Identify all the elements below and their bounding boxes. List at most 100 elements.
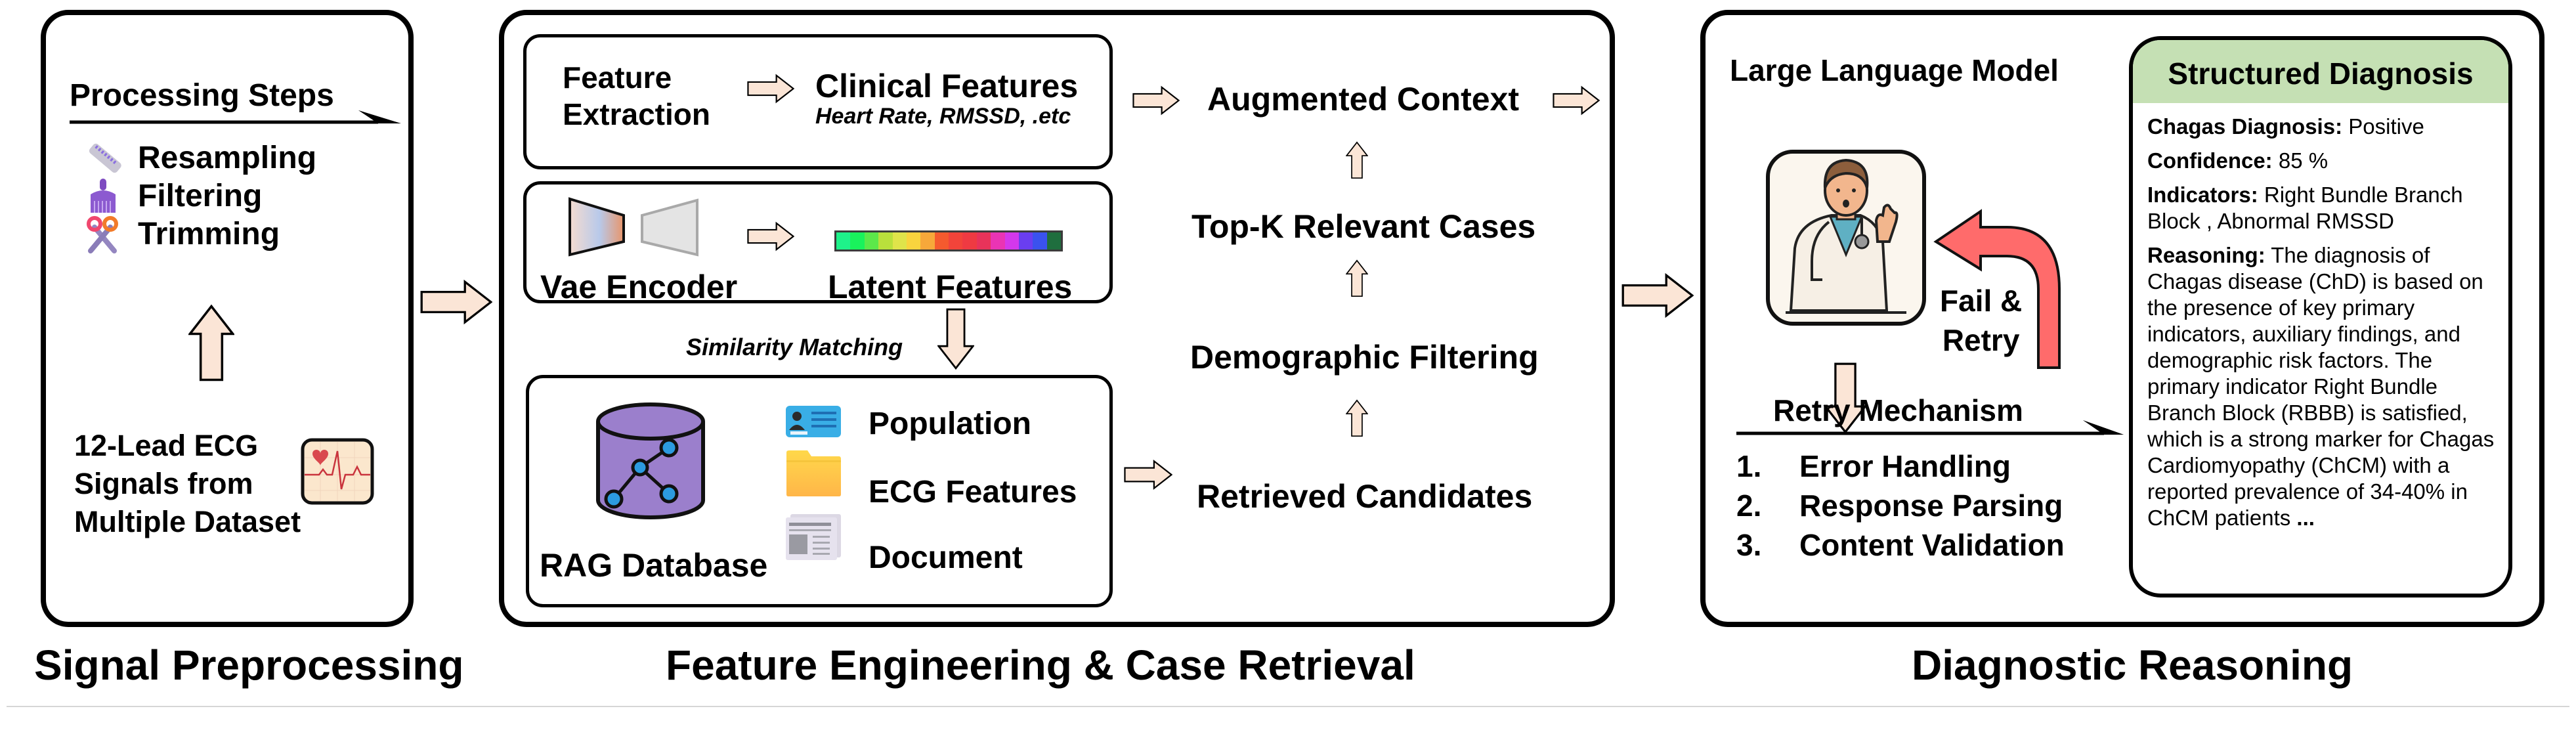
retry-item-label: Error Handling bbox=[1799, 449, 2011, 483]
section-title-preprocessing: Signal Preprocessing bbox=[34, 641, 464, 689]
step-label: Filtering bbox=[138, 178, 263, 213]
id-card-icon bbox=[786, 406, 841, 437]
ecg-monitor-icon bbox=[301, 438, 374, 505]
field-value: Positive bbox=[2342, 114, 2424, 139]
feature-extraction-box bbox=[523, 34, 1113, 169]
reasoning-field: Reasoning: The diagnosis of Chagas disea… bbox=[2147, 242, 2497, 531]
latent-feature-cell bbox=[1004, 232, 1019, 250]
step-filtering: Filtering bbox=[84, 177, 262, 214]
retry-arrow-icon bbox=[1933, 209, 2061, 369]
latent-feature-cell bbox=[920, 232, 935, 250]
arrow-right-icon bbox=[1553, 86, 1600, 115]
scissors-icon bbox=[84, 215, 123, 253]
latent-feature-cell bbox=[864, 232, 879, 250]
folder-icon bbox=[786, 450, 841, 496]
arrow-right-icon bbox=[747, 74, 794, 103]
arrow-up-icon bbox=[1346, 259, 1368, 297]
database-icon bbox=[596, 402, 705, 519]
retry-mechanism-list: 1. Error Handling 2. Response Parsing 3.… bbox=[1736, 446, 2065, 565]
latent-feature-cell bbox=[1033, 232, 1047, 250]
ruler-icon bbox=[84, 139, 123, 176]
latent-feature-cell bbox=[976, 232, 991, 250]
retry-item-label: Content Validation bbox=[1799, 528, 2065, 562]
clinical-features-examples: Heart Rate, RMSSD, .etc bbox=[815, 104, 1071, 129]
rag-item-document: Document bbox=[869, 540, 1023, 575]
field-label: Indicators: bbox=[2147, 183, 2258, 207]
arrow-right-icon bbox=[420, 280, 492, 324]
indicators-field: Indicators: Right Bundle Branch Block , … bbox=[2147, 182, 2497, 234]
retry-item: 3. Content Validation bbox=[1736, 525, 2065, 565]
arrow-up-icon bbox=[1346, 141, 1368, 179]
arrow-right-icon bbox=[1132, 86, 1180, 115]
feature-extraction-line: Feature bbox=[563, 60, 672, 95]
diagnosis-field: Chagas Diagnosis: Positive bbox=[2147, 114, 2497, 140]
ecg-input-label: 12-Lead ECG Signals from Multiple Datase… bbox=[74, 427, 301, 541]
brush-filter-icon bbox=[84, 177, 123, 214]
retry-item-number: 2. bbox=[1736, 488, 1762, 523]
structured-diagnosis-body: Chagas Diagnosis: Positive Confidence: 8… bbox=[2133, 103, 2508, 531]
latent-feature-cell bbox=[934, 232, 949, 250]
retry-item: 1. Error Handling bbox=[1736, 446, 2065, 486]
latent-feature-cell bbox=[1018, 232, 1033, 250]
arrow-up-icon bbox=[188, 292, 234, 394]
field-value: Right Bundle Branch Block , Abnormal RMS… bbox=[2147, 183, 2463, 233]
processing-steps-header: Processing Steps bbox=[70, 78, 334, 113]
latent-feature-cell bbox=[836, 232, 851, 250]
latent-feature-cell bbox=[1046, 232, 1061, 250]
top-k-label: Top-K Relevant Cases bbox=[1191, 208, 1536, 245]
latent-feature-cell bbox=[991, 232, 1005, 250]
document-icon bbox=[786, 514, 841, 560]
rag-item-population: Population bbox=[869, 406, 1031, 441]
vae-encoder-label: Vae Encoder bbox=[540, 269, 738, 305]
bottom-divider bbox=[7, 706, 2569, 707]
retry-item-number: 3. bbox=[1736, 528, 1762, 562]
retry-item-label: Response Parsing bbox=[1799, 488, 2063, 523]
field-label: Confidence: bbox=[2147, 148, 2273, 173]
field-value: 85 % bbox=[2272, 148, 2329, 173]
arrow-right-icon bbox=[747, 222, 794, 251]
field-label: Reasoning: bbox=[2147, 243, 2265, 267]
ecg-input-line: Multiple Dataset bbox=[74, 505, 301, 538]
step-trimming: Trimming bbox=[84, 215, 280, 253]
step-resampling: Resampling bbox=[84, 139, 316, 176]
fail-retry-label: Fail & Retry bbox=[1940, 281, 2022, 360]
rag-database-label: RAG Database bbox=[540, 547, 768, 584]
augmented-context-label: Augmented Context bbox=[1207, 81, 1519, 118]
ecg-input-line: 12-Lead ECG bbox=[74, 429, 259, 462]
fail-retry-line: Retry bbox=[1942, 323, 2020, 357]
signal-preprocessing-panel bbox=[41, 10, 414, 627]
ecg-input-line: Signals from bbox=[74, 467, 253, 500]
doctor-icon bbox=[1766, 150, 1926, 326]
latent-feature-cell bbox=[949, 232, 963, 250]
retrieved-candidates-label: Retrieved Candidates bbox=[1197, 478, 1533, 515]
llm-label: Large Language Model bbox=[1730, 53, 2059, 87]
demographic-filtering-label: Demographic Filtering bbox=[1190, 339, 1539, 376]
vae-encoder-icon bbox=[569, 197, 698, 257]
section-title-diagnostic: Diagnostic Reasoning bbox=[1912, 641, 2353, 689]
fail-retry-line: Fail & bbox=[1940, 284, 2023, 318]
latent-feature-cell bbox=[850, 232, 865, 250]
latent-feature-cell bbox=[962, 232, 977, 250]
rag-item-ecg-features: ECG Features bbox=[869, 475, 1077, 510]
latent-feature-cell bbox=[878, 232, 893, 250]
similarity-matching-label: Similarity Matching bbox=[686, 334, 903, 360]
latent-feature-cell bbox=[892, 232, 907, 250]
feature-extraction-line: Extraction bbox=[563, 97, 710, 131]
retry-item: 2. Response Parsing bbox=[1736, 486, 2065, 525]
field-value: The diagnosis of Chagas disease (ChD) is… bbox=[2147, 243, 2495, 530]
arrow-right-icon bbox=[1124, 460, 1172, 489]
arrow-down-icon bbox=[937, 308, 974, 370]
arrow-up-icon bbox=[1346, 399, 1368, 437]
retry-item-number: 1. bbox=[1736, 449, 1762, 483]
structured-diagnosis-title: Structured Diagnosis bbox=[2133, 40, 2508, 103]
latent-features-label: Latent Features bbox=[828, 269, 1073, 305]
field-label: Chagas Diagnosis: bbox=[2147, 114, 2343, 139]
step-label: Resampling bbox=[138, 140, 317, 175]
feature-extraction-label: Feature Extraction bbox=[563, 59, 710, 133]
clinical-features-label: Clinical Features bbox=[815, 68, 1079, 104]
latent-feature-bar bbox=[834, 230, 1063, 251]
retry-underline-arrow bbox=[1736, 420, 2124, 435]
processing-steps-underline-arrow bbox=[70, 110, 401, 124]
confidence-field: Confidence: 85 % bbox=[2147, 148, 2497, 174]
retry-mechanism-header: Retry Mechanism bbox=[1773, 393, 2023, 427]
